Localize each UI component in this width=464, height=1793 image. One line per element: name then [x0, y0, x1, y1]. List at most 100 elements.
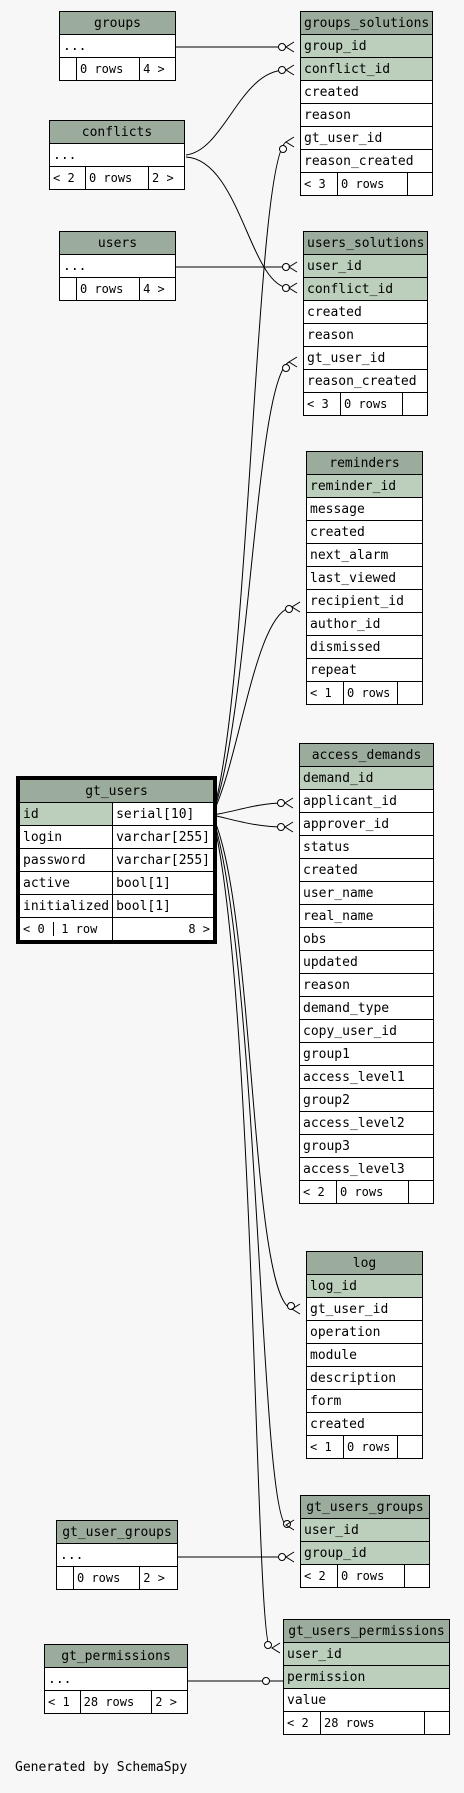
column-created: created — [302, 300, 429, 324]
column-description: description — [306, 1366, 423, 1390]
table-title: users_solutions — [302, 231, 429, 255]
foot-left: < 2 — [49, 166, 86, 190]
column-reminder-id: reminder_id — [306, 474, 423, 498]
column-user-id: user_id — [302, 254, 429, 278]
foot-rows: 0 rows — [343, 1435, 398, 1459]
foot-left: < 1 — [44, 1690, 81, 1714]
column-message: message — [306, 497, 423, 521]
column-log-id: log_id — [306, 1274, 423, 1298]
foot-rows: 0 rows — [75, 277, 141, 301]
column-name: login — [17, 825, 114, 849]
table-gt-permissions[interactable]: gt_permissions ... < 1 28 rows 2 > — [44, 1644, 188, 1714]
column-author-id: author_id — [306, 612, 423, 636]
foot-rows: 0 rows — [336, 172, 409, 196]
edge-gtusers-log-gt-user-id — [211, 814, 293, 1310]
foot-left — [56, 1566, 74, 1590]
column-group1: group1 — [299, 1042, 434, 1066]
column-gt-user-id: gt_user_id — [302, 346, 429, 370]
column-ellipsis: ... — [49, 143, 185, 167]
column-recipient-id: recipient_id — [306, 589, 423, 613]
edge-gtusers-us-gt-user-id — [211, 361, 290, 816]
column-repeat: repeat — [306, 658, 423, 682]
foot-left: < 3 — [300, 172, 338, 196]
column-reason-created: reason_created — [299, 149, 434, 173]
foot-left: < 3 — [303, 392, 341, 416]
table-title: users — [59, 231, 176, 255]
foot-right: 2 > — [139, 1566, 178, 1590]
column-value: value — [283, 1688, 450, 1712]
foot-right: 2 > — [151, 1690, 188, 1714]
table-title: gt_users_permissions — [283, 1619, 450, 1643]
edge-gtusers-gup-user-id — [211, 814, 271, 1649]
column-obs: obs — [299, 927, 434, 951]
column-real-name: real_name — [299, 904, 434, 928]
column-user-id: user_id — [283, 1642, 450, 1666]
foot-left: < 2 — [299, 1180, 337, 1204]
column-type: varchar[255] — [112, 825, 216, 849]
table-users[interactable]: users ... 0 rows 4 > — [59, 231, 176, 301]
foot-rows: 0 rows — [339, 392, 404, 416]
foot-right — [404, 1564, 430, 1588]
generated-by-footer: Generated by SchemaSpy — [15, 1760, 188, 1775]
edge-gtusers-reminders-recipient — [211, 606, 293, 816]
table-title: conflicts — [49, 120, 185, 144]
foot-left: < 1 — [306, 1435, 344, 1459]
column-reason: reason — [299, 103, 434, 127]
column-created: created — [299, 858, 434, 882]
column-created: created — [299, 80, 434, 104]
foot-right — [402, 392, 429, 416]
column-type: varchar[255] — [112, 848, 216, 872]
foot-rows: 0 rows — [72, 1566, 141, 1590]
column-access-level2: access_level2 — [299, 1111, 434, 1135]
column-type: bool[1] — [112, 871, 216, 895]
column-module: module — [306, 1343, 423, 1367]
foot-rows: 0 rows — [336, 1180, 409, 1204]
column-name: id — [17, 802, 114, 826]
column-type: serial[10] — [112, 802, 216, 826]
column-dismissed: dismissed — [306, 635, 423, 659]
edge-gtusers-ad-applicant — [211, 802, 286, 816]
foot-rows: 1 row — [61, 922, 98, 936]
table-title: access_demands — [299, 743, 434, 767]
foot-left — [59, 277, 77, 301]
foot-right — [424, 1711, 450, 1735]
table-title: gt_user_groups — [56, 1520, 178, 1544]
foot-left: < 0 — [20, 922, 54, 936]
table-title: gt_permissions — [44, 1644, 188, 1668]
table-conflicts[interactable]: conflicts ... < 2 0 rows 2 > — [49, 120, 185, 190]
foot-left: < 1 — [306, 681, 344, 705]
column-name: password — [17, 848, 114, 872]
column-permission: permission — [283, 1665, 450, 1689]
table-gt-user-groups[interactable]: gt_user_groups ... 0 rows 2 > — [56, 1520, 178, 1590]
foot-left — [59, 57, 77, 81]
foot-right: 4 > — [139, 277, 176, 301]
column-conflict-id: conflict_id — [299, 57, 434, 81]
table-title: log — [306, 1251, 423, 1275]
foot-right: 8 > — [112, 917, 216, 943]
column-updated: updated — [299, 950, 434, 974]
table-title: groups_solutions — [299, 11, 434, 35]
table-gt-users[interactable]: gt_users id serial[10] login varchar[255… — [16, 776, 218, 944]
column-access-level3: access_level3 — [299, 1157, 434, 1181]
foot-right — [397, 1435, 423, 1459]
column-reason: reason — [299, 973, 434, 997]
column-copy-user-id: copy_user_id — [299, 1019, 434, 1043]
column-operation: operation — [306, 1320, 423, 1344]
foot-left: < 2 — [300, 1564, 338, 1588]
column-group2: group2 — [299, 1088, 434, 1112]
column-ellipsis: ... — [56, 1543, 178, 1567]
table-groups[interactable]: groups ... 0 rows 4 > — [59, 11, 176, 81]
foot-right: 2 > — [148, 166, 185, 190]
foot-right — [408, 1180, 434, 1204]
column-ellipsis: ... — [59, 254, 176, 278]
edge-gtusers-gs-gt-user-id — [211, 141, 287, 816]
column-approver-id: approver_id — [299, 812, 434, 836]
